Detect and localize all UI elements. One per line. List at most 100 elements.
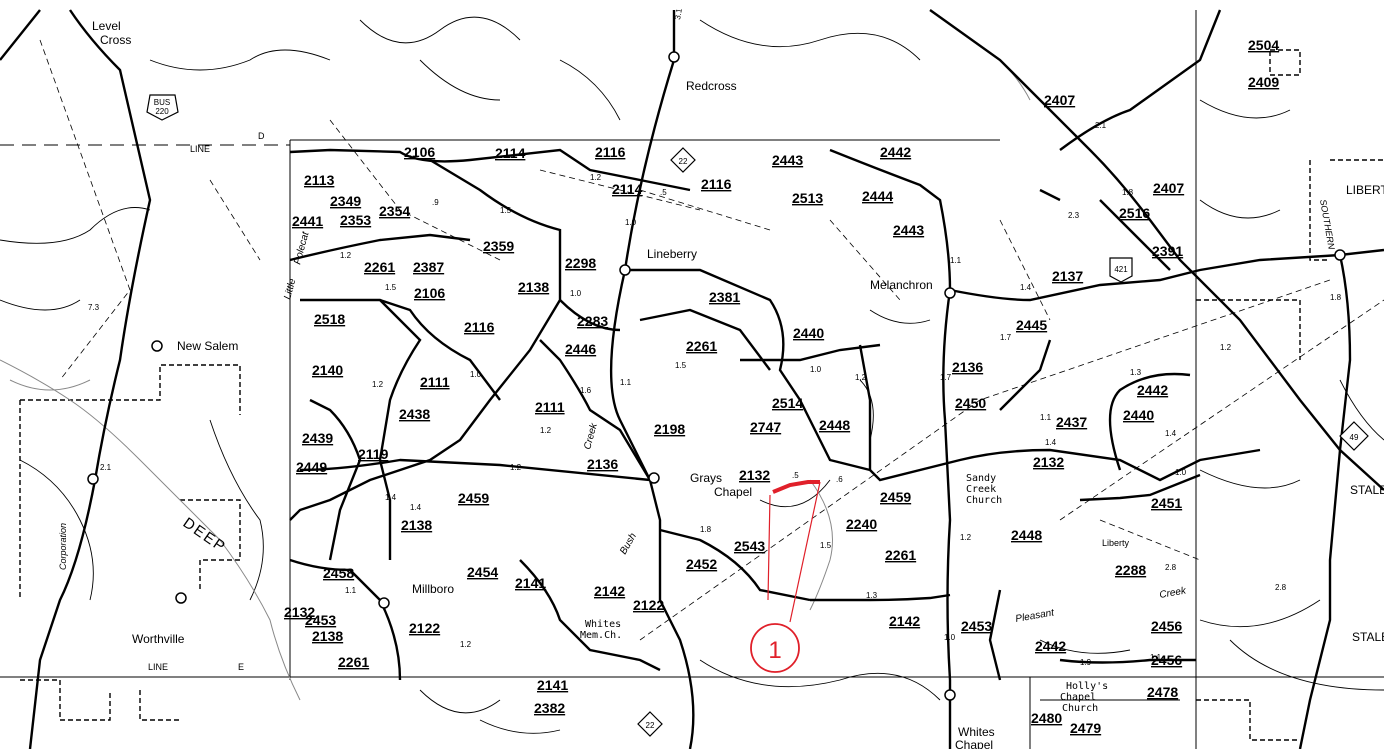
route-number: 2106: [414, 285, 445, 301]
place-church: Church: [966, 495, 1002, 506]
svg-text:7.3: 7.3: [88, 303, 100, 312]
route-number: 2142: [594, 583, 625, 599]
svg-text:1.1: 1.1: [620, 378, 632, 387]
route-number: 2261: [338, 654, 369, 670]
callout-marker[interactable]: 1: [750, 623, 800, 673]
shield-nc22-top: 22: [670, 147, 696, 173]
svg-text:.9: .9: [432, 198, 439, 207]
minor-roads: [0, 16, 1384, 734]
shield-bus-label: BUS: [154, 98, 170, 107]
route-number: 2132: [284, 604, 315, 620]
route-number: 2114: [612, 181, 643, 197]
place-lineberry: Lineberry: [647, 247, 697, 261]
svg-text:1.3: 1.3: [1130, 368, 1142, 377]
route-number: 2439: [302, 430, 333, 446]
route-number: 2407: [1153, 180, 1184, 196]
svg-text:1.0: 1.0: [570, 289, 582, 298]
route-number: 2446: [565, 341, 596, 357]
svg-text:1.4: 1.4: [410, 503, 422, 512]
route-number: 2132: [1033, 454, 1064, 470]
route-number: 2407: [1044, 92, 1075, 108]
route-number: 2114: [495, 145, 526, 161]
place-redcross: Redcross: [686, 79, 737, 93]
svg-text:1.2: 1.2: [372, 380, 384, 389]
route-number: 2261: [885, 547, 916, 563]
route-number: 2354: [379, 203, 410, 219]
place-hollys-chapel: Chapel: [1060, 692, 1096, 703]
route-number: 2382: [534, 700, 565, 716]
route-number: 2479: [1070, 720, 1101, 736]
stream-polecat: Polecat: [292, 230, 312, 266]
county-line-top: LINE: [190, 144, 210, 154]
svg-text:1.2: 1.2: [510, 463, 522, 472]
route-number: 2449: [296, 459, 327, 475]
route-number: 2747: [750, 419, 781, 435]
place-staley: STALE: [1350, 483, 1384, 497]
route-number: 2458: [323, 565, 354, 581]
shield-49-label: 49: [1350, 433, 1359, 442]
frame-lines: [0, 10, 1384, 749]
svg-text:1.1: 1.1: [950, 256, 962, 265]
route-number: 2450: [955, 395, 986, 411]
route-number: 2442: [1137, 382, 1168, 398]
route-number: 2480: [1031, 710, 1062, 726]
svg-text:1.5: 1.5: [500, 206, 512, 215]
place-hollys-church: Church: [1062, 703, 1098, 714]
river-deep: DEEP: [180, 514, 230, 556]
route-number: 2454: [467, 564, 498, 580]
route-number: 2409: [1248, 74, 1279, 90]
route-number: 2283: [577, 313, 608, 329]
route-number: 2452: [686, 556, 717, 572]
callout-number: 1: [768, 637, 781, 664]
county-line-bottom: LINE: [148, 662, 168, 672]
route-number: 2459: [458, 490, 489, 506]
route-number: 2198: [654, 421, 685, 437]
route-number: 2448: [1011, 527, 1042, 543]
svg-text:3.1: 3.1: [673, 7, 684, 20]
svg-text:1.3: 1.3: [866, 591, 878, 600]
route-number: 2514: [772, 395, 803, 411]
route-number: 2137: [1052, 268, 1083, 284]
route-number: 2438: [399, 406, 430, 422]
route-number: 2106: [404, 144, 435, 160]
route-number: 2122: [633, 597, 664, 613]
place-staley-2: STALEY: [1352, 630, 1384, 644]
route-number: 2119: [358, 446, 389, 462]
svg-text:1.4: 1.4: [1020, 283, 1032, 292]
svg-text:1.5: 1.5: [675, 361, 687, 370]
place-hollys: Holly's: [1066, 681, 1108, 692]
route-number: 2440: [793, 325, 824, 341]
route-number: 2136: [587, 456, 618, 472]
route-number: 2448: [819, 417, 850, 433]
svg-text:.5: .5: [660, 188, 667, 197]
route-number: 2456: [1151, 618, 1182, 634]
route-number: 2543: [734, 538, 765, 554]
svg-text:1.1: 1.1: [1150, 653, 1162, 662]
route-number: 2442: [1035, 638, 1066, 654]
place-creek: Creek: [966, 484, 996, 495]
place-level-cross-2: Cross: [100, 33, 131, 47]
route-number: 2111: [420, 374, 450, 390]
place-chapel: Chapel: [714, 485, 752, 499]
stream-pleasant: Pleasant: [1015, 607, 1056, 625]
route-number: 2122: [409, 620, 440, 636]
route-number: 2359: [483, 238, 514, 254]
place-whites-mem: Whites: [585, 619, 621, 630]
svg-text:1.5: 1.5: [820, 541, 832, 550]
route-number: 2353: [340, 212, 371, 228]
county-line-e: E: [238, 662, 244, 672]
route-number: 2116: [701, 176, 732, 192]
place-sandy: Sandy: [966, 473, 996, 484]
shield-220-label: 220: [155, 107, 169, 116]
place-millboro: Millboro: [412, 582, 454, 596]
place-mem-ch: Mem.Ch.: [580, 630, 622, 641]
svg-text:2.8: 2.8: [1165, 563, 1177, 572]
route-number: 2513: [792, 190, 823, 206]
shield-22-bottom-label: 22: [646, 721, 655, 730]
route-number: 2111: [535, 399, 565, 415]
svg-text:2.8: 2.8: [1275, 583, 1287, 592]
highlighted-road-segment: [767, 480, 821, 623]
route-number: 2298: [565, 255, 596, 271]
southern-label: SOUTHERN: [1318, 199, 1337, 251]
